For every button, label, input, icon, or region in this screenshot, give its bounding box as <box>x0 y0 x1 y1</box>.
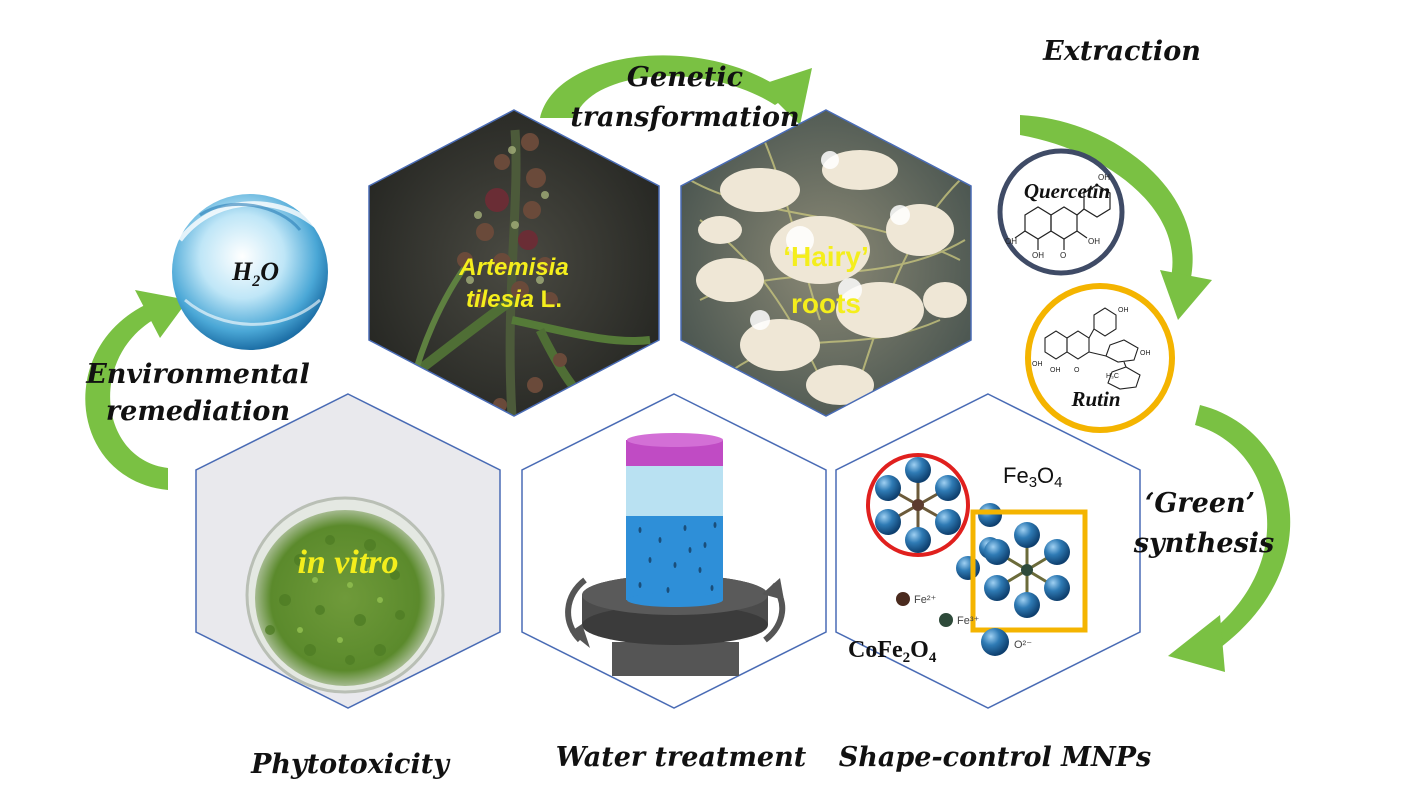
o2-legend-label: O²⁻ <box>1014 639 1032 651</box>
arrow-genetic-transformation <box>540 55 812 125</box>
hairy-roots-label-line1: ‘Hairy’ <box>783 241 869 272</box>
hex-in-vitro-photo: in vitro <box>195 393 501 709</box>
arrow-extraction <box>1020 115 1212 320</box>
environmental-remediation-label-line2: remediation <box>106 396 290 427</box>
rutin-oh-1: OH <box>1032 361 1043 368</box>
rutin-label: Rutin <box>1070 387 1120 411</box>
rutin-o: O <box>1074 367 1080 374</box>
fe2-legend-dot <box>896 592 910 606</box>
arrow-environmental-remediation <box>85 290 188 490</box>
cofe2o4-cluster <box>866 453 970 557</box>
rutin-h3c: H₃C <box>1106 373 1119 380</box>
fe3o4-cluster <box>970 509 1088 633</box>
rutin-molecule: OH OH O OH OH H₃C Rutin <box>1025 283 1175 433</box>
shape-control-mnps-label: Shape-control MNPs <box>839 742 1151 773</box>
fe3-legend-dot <box>939 613 953 627</box>
rotate-arrow-left-icon <box>565 577 590 648</box>
jar-icon <box>582 433 768 676</box>
water-treatment-label: Water treatment <box>556 742 807 773</box>
fe3-legend-label: Fe³⁺ <box>957 615 980 627</box>
fe3o4-formula: Fe3O4 <box>1003 463 1063 491</box>
in-vitro-label: in vitro <box>297 544 398 581</box>
genetic-transformation-label-line1: Genetic <box>627 62 743 93</box>
rutin-oh-4: OH <box>1140 350 1151 357</box>
arrow-green-synthesis <box>1168 405 1291 672</box>
artemisia-label-line1: Artemisia <box>458 254 568 281</box>
quercetin-label: Quercetin <box>1024 179 1110 203</box>
extraction-label: Extraction <box>1042 36 1201 67</box>
hex-mnps: Fe²⁺ Fe³⁺ O²⁻ Fe3O4 CoFe2O4 <box>835 393 1141 709</box>
rotate-arrow-right-icon <box>762 578 786 643</box>
green-synthesis-label-line2: synthesis <box>1133 528 1274 559</box>
fe2-legend-label: Fe²⁺ <box>914 594 937 606</box>
hex-water-treatment <box>521 393 827 709</box>
hex-hairy-roots-photo: ‘Hairy’ roots <box>680 109 972 417</box>
water-formula: H2O <box>231 257 279 290</box>
water-sphere-icon: H2O <box>172 194 328 350</box>
green-synthesis-label-line1: ‘Green’ <box>1145 488 1255 519</box>
rutin-oh-2: OH <box>1050 367 1061 374</box>
hex-artemisia-photo: Artemisia tilesia L. <box>368 109 660 417</box>
quercetin-oh-2: OH <box>1032 251 1044 260</box>
hairy-roots-label-line2: roots <box>791 288 861 319</box>
artemisia-label-line2: tilesia L. <box>466 286 562 313</box>
quercetin-molecule: OH OH O OH OH Quercetin <box>997 148 1125 276</box>
quercetin-o: O <box>1060 251 1066 260</box>
environmental-remediation-label-line1: Environmental <box>85 359 310 390</box>
quercetin-oh-1: OH <box>1005 237 1017 246</box>
quercetin-oh-3: OH <box>1088 237 1100 246</box>
genetic-transformation-label-line2: transformation <box>570 102 799 133</box>
rutin-oh-3: OH <box>1118 307 1129 314</box>
phytotoxicity-label: Phytotoxicity <box>250 749 451 780</box>
quercetin-oh-4: OH <box>1098 173 1110 182</box>
cofe2o4-formula: CoFe2O4 <box>848 637 937 666</box>
